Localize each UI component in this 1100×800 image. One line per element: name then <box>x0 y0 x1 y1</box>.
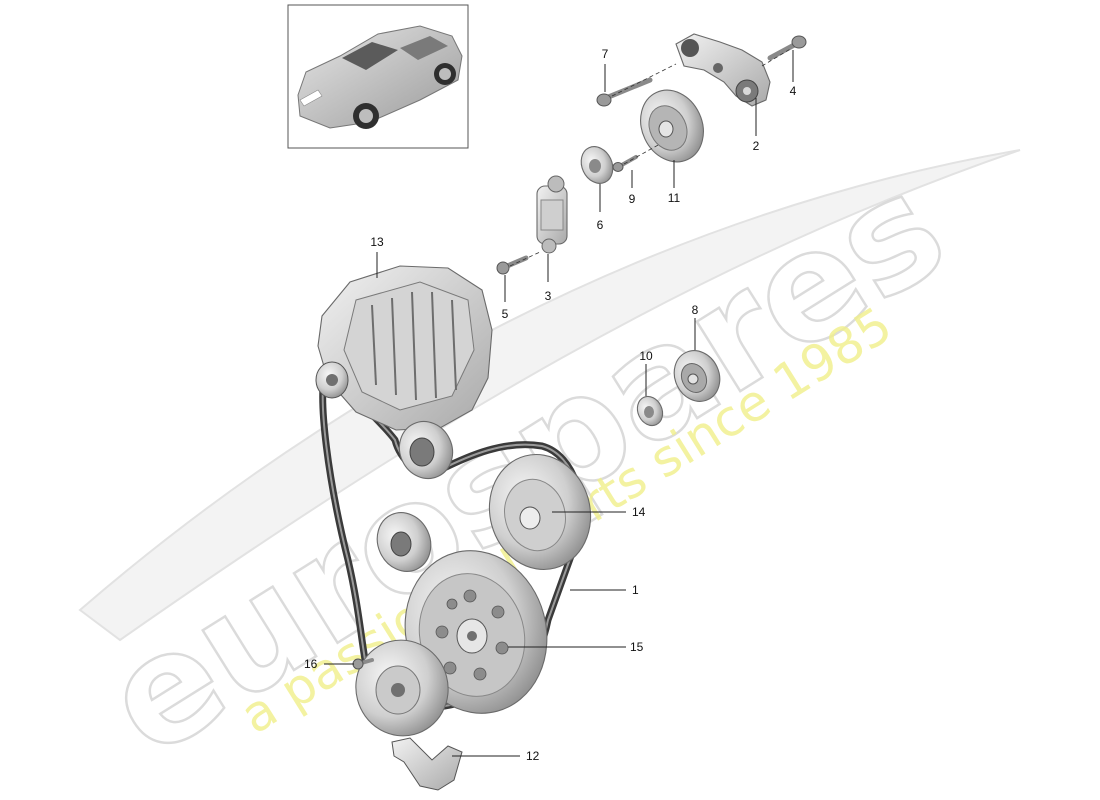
callout-16: 16 <box>304 657 354 671</box>
callout-7: 7 <box>602 47 609 92</box>
part-14-pulley <box>488 453 592 571</box>
svg-text:11: 11 <box>668 191 681 205</box>
callouts: 7 4 2 11 9 6 3 5 <box>304 47 797 763</box>
callout-10: 10 <box>639 349 653 396</box>
idler-pulley-lower <box>376 512 432 572</box>
part-2-tensioner-bracket <box>675 33 771 107</box>
car-thumbnail <box>287 4 469 149</box>
callout-6: 6 <box>597 184 604 232</box>
svg-text:3: 3 <box>545 289 552 303</box>
svg-text:12: 12 <box>526 749 540 763</box>
svg-text:10: 10 <box>639 349 653 363</box>
callout-3: 3 <box>545 254 552 303</box>
part-11-tension-pulley <box>640 89 704 163</box>
part-5-bolt <box>496 255 529 275</box>
callout-13: 13 <box>370 235 384 278</box>
callout-15: 15 <box>508 640 644 654</box>
callout-1: 1 <box>570 583 639 597</box>
svg-text:5: 5 <box>502 307 509 321</box>
svg-text:9: 9 <box>629 192 636 206</box>
svg-text:7: 7 <box>602 47 609 61</box>
svg-text:2: 2 <box>753 139 760 153</box>
svg-text:8: 8 <box>692 303 699 317</box>
svg-text:1: 1 <box>632 583 639 597</box>
svg-text:15: 15 <box>630 640 644 654</box>
svg-text:16: 16 <box>304 657 318 671</box>
callout-8: 8 <box>692 303 699 350</box>
part-8-idler-pulley <box>673 350 721 402</box>
porsche-car-thumbnail-icon <box>297 25 463 129</box>
callout-4: 4 <box>790 50 797 98</box>
part-4-bolt <box>767 35 807 61</box>
callout-14: 14 <box>552 505 646 519</box>
svg-text:6: 6 <box>597 218 604 232</box>
part-3-tensioner-damper <box>536 175 568 254</box>
callout-2: 2 <box>753 98 760 153</box>
assembly-lines <box>509 47 793 267</box>
lower-pulley <box>355 639 449 737</box>
callout-12: 12 <box>452 749 540 763</box>
svg-text:14: 14 <box>632 505 646 519</box>
part-6-pulley-cap <box>580 146 614 184</box>
part-12-bracket <box>391 737 463 791</box>
svg-text:4: 4 <box>790 84 797 98</box>
part-13-alternator <box>315 265 493 480</box>
callout-11: 11 <box>668 160 681 205</box>
callout-5: 5 <box>502 275 509 321</box>
watermark-swoosh <box>78 149 1021 642</box>
part-10-pulley-cap <box>636 395 664 427</box>
svg-text:13: 13 <box>370 235 384 249</box>
callout-9: 9 <box>629 170 636 206</box>
